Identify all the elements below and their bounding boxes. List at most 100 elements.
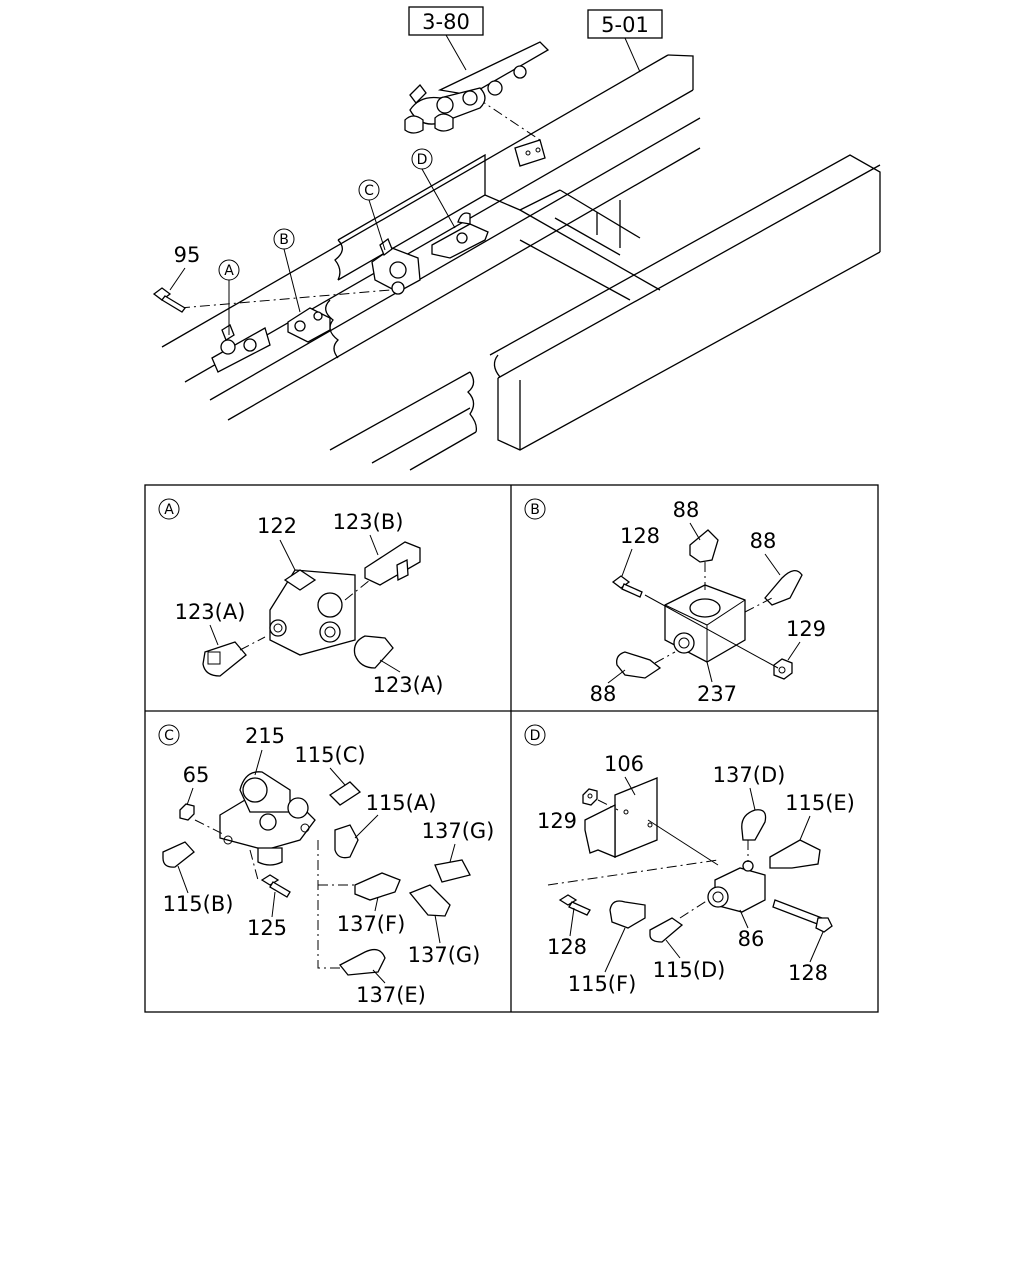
mounting-bracket-top[interactable]	[514, 139, 546, 167]
bracket-axis-d	[647, 819, 719, 866]
axis-b3	[654, 651, 676, 664]
part-65-nut[interactable]	[179, 803, 195, 821]
leader-95	[169, 267, 186, 291]
part-115e-tee[interactable]	[769, 839, 821, 869]
label-128-left: 128	[547, 935, 587, 959]
panel-a-id: A	[164, 502, 174, 518]
label-137f: 137(F)	[337, 912, 406, 936]
label-125: 125	[247, 916, 287, 940]
panel-d-marker	[524, 724, 546, 746]
part-137g-bottom-fitting[interactable]	[408, 884, 451, 917]
leader-3-80	[445, 34, 467, 71]
callout-b[interactable]: B	[273, 228, 301, 313]
centerline	[179, 289, 391, 309]
part-115d-fitting[interactable]	[649, 917, 684, 943]
reference-box-3-80[interactable]: 3-80	[408, 6, 484, 36]
panel-b-marker	[524, 498, 546, 520]
callout-d[interactable]: D	[411, 148, 456, 229]
part-128-left-bolt[interactable]	[558, 894, 591, 916]
label-123b: 123(B)	[333, 510, 404, 534]
part-137d-elbow[interactable]	[741, 809, 767, 841]
part-115c-fitting[interactable]	[328, 781, 362, 806]
part-106-bracket[interactable]	[584, 777, 658, 858]
part-115a-fitting[interactable]	[334, 824, 359, 859]
leader-115b	[177, 865, 189, 894]
label-123a-left: 123(A)	[175, 600, 246, 624]
part-137f-tee[interactable]	[354, 872, 401, 901]
leader-106	[624, 776, 636, 796]
label-122: 122	[257, 514, 297, 538]
part-88-right-elbow[interactable]	[764, 570, 803, 606]
part-122-valve-body[interactable]	[269, 569, 356, 656]
label-106: 106	[604, 752, 644, 776]
valve-assembly-top[interactable]	[404, 41, 550, 134]
leader-123b	[369, 534, 379, 556]
part-115b-fitting[interactable]	[162, 841, 195, 868]
reference-label-3-80: 3-80	[422, 10, 470, 34]
axis-d2	[679, 899, 709, 919]
leader-123a-right	[379, 659, 401, 673]
leader-115a	[354, 814, 379, 839]
callout-a-label: A	[224, 263, 234, 279]
part-129-nut-d[interactable]	[582, 788, 598, 806]
label-137e: 137(E)	[356, 983, 426, 1007]
panel-c-id: C	[164, 728, 174, 744]
label-137g-bottom: 137(G)	[408, 943, 481, 967]
panel-b: B 88 128	[524, 498, 826, 706]
label-128-right: 128	[788, 961, 828, 985]
callout-c[interactable]: C	[358, 179, 386, 251]
bolt-95[interactable]	[152, 287, 186, 313]
part-237-block[interactable]	[664, 584, 746, 663]
detail-panels-frame	[144, 484, 879, 1013]
axis-b2	[744, 597, 773, 613]
part-137g-top-fitting[interactable]	[434, 859, 471, 883]
label-88-bottom: 88	[590, 682, 617, 706]
axis-d1	[547, 859, 719, 886]
leader-137f	[374, 896, 379, 912]
leader-128-left	[569, 907, 575, 937]
part-128-right-bolt[interactable]	[772, 899, 833, 933]
part-86-cross[interactable]	[707, 860, 766, 913]
panel-b-id: B	[530, 502, 540, 518]
part-123a-right-fitting[interactable]	[353, 635, 394, 669]
leader-115d	[665, 939, 681, 959]
overview-part-a[interactable]	[211, 324, 271, 373]
leader-115c	[329, 767, 346, 786]
part-123a-left-fitting[interactable]	[202, 641, 247, 677]
reference-box-5-01[interactable]: 5-01	[587, 9, 663, 39]
axis-c4	[249, 849, 259, 881]
part-137e-fitting[interactable]	[338, 948, 386, 976]
panel-c: C	[158, 724, 495, 1007]
panel-d-id: D	[530, 728, 541, 744]
part-88-top-elbow[interactable]	[689, 529, 719, 563]
leader-86	[739, 909, 749, 929]
leader-88-right	[764, 553, 781, 576]
part-123b-fitting[interactable]	[364, 541, 421, 586]
leader-88-top	[689, 522, 701, 541]
label-88-top: 88	[673, 498, 700, 522]
part-128-bolt[interactable]	[611, 575, 643, 598]
leader-122	[279, 539, 296, 571]
panel-d: D	[524, 724, 855, 996]
label-237: 237	[697, 682, 737, 706]
reference-label-5-01: 5-01	[601, 13, 649, 37]
part-129-nut[interactable]	[773, 658, 793, 680]
label-137g-top: 137(G)	[422, 819, 495, 843]
label-86: 86	[738, 927, 765, 951]
overview-part-d[interactable]	[431, 212, 489, 259]
part-88-bottom-elbow[interactable]	[616, 651, 662, 679]
panel-a-marker	[158, 498, 180, 520]
leader-88-bottom	[607, 669, 626, 684]
part-215-valve[interactable]	[219, 771, 316, 866]
part-125-bolt[interactable]	[260, 874, 291, 898]
callout-c-label: C	[364, 183, 374, 199]
part-115f-elbow[interactable]	[609, 900, 646, 929]
callout-a[interactable]: A	[218, 259, 240, 335]
leader-128-right	[809, 931, 824, 963]
overview-part-b[interactable]	[287, 307, 331, 343]
leader-128	[621, 548, 633, 577]
chassis-frame	[161, 54, 881, 471]
overview-part-c[interactable]	[371, 237, 421, 295]
panel-c-marker	[158, 724, 180, 746]
